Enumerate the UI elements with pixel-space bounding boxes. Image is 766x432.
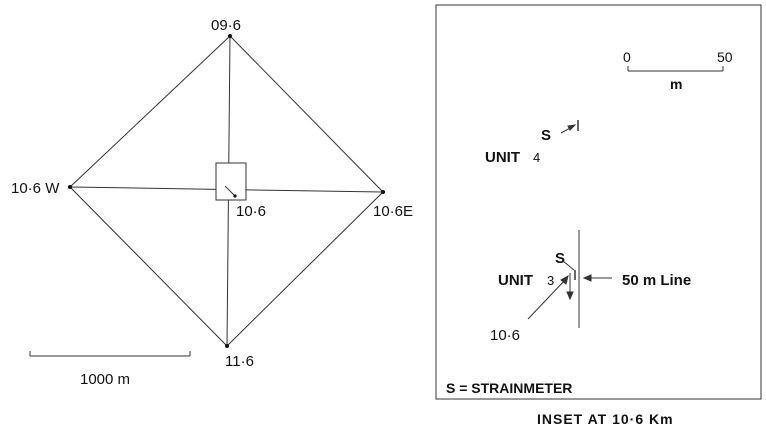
strainmeter-legend: S = STRAINMETER: [446, 380, 572, 396]
station-bottom-dot: [225, 344, 229, 348]
inset-scale-bar: [627, 66, 724, 72]
inset-scale-max: 50: [717, 49, 733, 65]
station-left-dot: [68, 185, 72, 189]
station-center-label: 10·6: [236, 203, 266, 220]
station-bottom-label: 11·6: [225, 353, 254, 370]
unit3-strainmeter-s: S: [555, 250, 565, 267]
unit3-marker: [527, 230, 612, 328]
unit3-label: UNIT: [498, 272, 533, 289]
edge-bottom-left: [69, 186, 228, 347]
unit3-number: 3: [547, 273, 554, 288]
inset-area-box: [215, 162, 247, 201]
inset-scale-unit: m: [670, 76, 682, 92]
unit4-strainmeter-s: S: [541, 127, 551, 144]
center-arrow-line: [224, 185, 236, 197]
edge-top-right: [229, 35, 384, 193]
station-center-dot: [233, 194, 237, 198]
main-network-diagram: [69, 35, 384, 347]
station-left-label: 10·6 W: [11, 180, 60, 197]
station-right-dot: [381, 190, 385, 194]
inset-caption: INSET AT 10·6 Km: [537, 411, 674, 427]
station-top-label: 09·6: [211, 17, 241, 34]
station-right-label: 10·6E: [373, 203, 413, 220]
station-top-dot: [228, 34, 232, 38]
edge-right-bottom: [226, 191, 384, 347]
inset-scale-zero: 0: [623, 49, 631, 65]
unit4-marker: [560, 120, 579, 134]
edge-left-top: [69, 35, 231, 188]
main-scale-bar: [29, 351, 191, 357]
fifty-m-line-label: 50 m Line: [622, 272, 691, 289]
unit4-number: 4: [533, 150, 540, 165]
inset-frame: [435, 4, 762, 400]
main-scale-label: 1000 m: [80, 371, 130, 388]
station-markers: [68, 34, 385, 348]
unit3-point-label: 10·6: [490, 327, 520, 344]
unit4-label: UNIT: [485, 149, 520, 166]
